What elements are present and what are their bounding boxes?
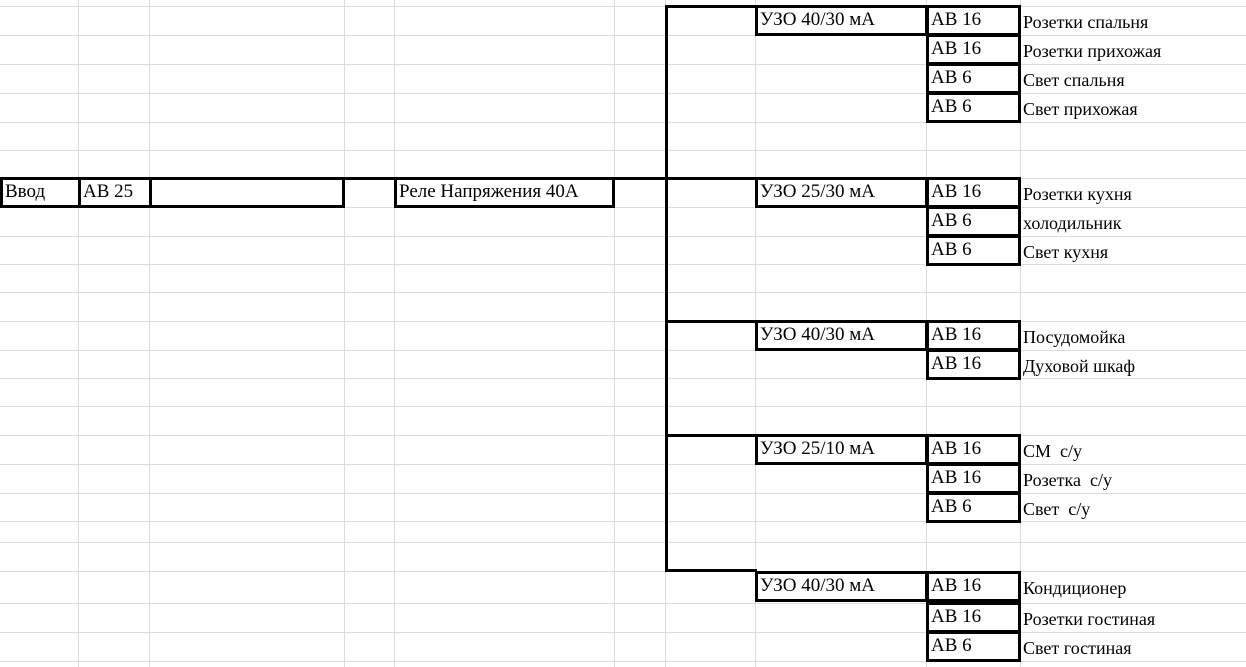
load-label[interactable]: холодильник — [1023, 213, 1122, 233]
cell-empty-wire[interactable] — [149, 177, 345, 208]
load-label[interactable]: Розетки кухня — [1023, 184, 1132, 204]
breaker-label: АВ 6 — [931, 635, 972, 656]
load-label[interactable]: Свет спальня — [1023, 70, 1125, 90]
load-label[interactable]: Кондиционер — [1023, 578, 1127, 598]
breaker-label: АВ 16 — [931, 606, 982, 627]
breaker-cell[interactable]: АВ 16 — [926, 177, 1021, 208]
breaker-cell[interactable]: АВ 16 — [926, 349, 1021, 380]
rcd-label: УЗО 40/30 мА — [760, 575, 875, 596]
load-label[interactable]: Розетки прихожая — [1023, 41, 1162, 61]
breaker-cell[interactable]: АВ 6 — [926, 63, 1021, 94]
breaker-label: АВ 16 — [931, 38, 982, 59]
breaker-cell[interactable]: АВ 6 — [926, 631, 1021, 662]
load-label[interactable]: Розетки гостиная — [1023, 609, 1156, 629]
cell-main-breaker[interactable]: АВ 25 — [78, 177, 152, 208]
rcd-label: УЗО 40/30 мА — [760, 9, 875, 30]
breaker-label: АВ 16 — [931, 181, 982, 202]
breaker-cell[interactable]: АВ 6 — [926, 206, 1021, 237]
bus-to-rcd-wire — [665, 569, 757, 572]
feed-wire — [344, 177, 396, 180]
rcd-cell[interactable]: УЗО 25/30 мА — [755, 177, 928, 208]
load-label[interactable]: Розетки спальня — [1023, 12, 1149, 32]
breaker-label: АВ 6 — [931, 496, 972, 517]
load-label[interactable]: Свет кухня — [1023, 242, 1109, 262]
load-label[interactable]: Посудомойка — [1023, 327, 1126, 347]
breaker-cell[interactable]: АВ 16 — [926, 463, 1021, 494]
breaker-cell[interactable]: АВ 16 — [926, 34, 1021, 65]
breaker-label: АВ 6 — [931, 239, 972, 260]
breaker-cell[interactable]: АВ 6 — [926, 235, 1021, 266]
breaker-cell[interactable]: АВ 6 — [926, 492, 1021, 523]
breaker-cell[interactable]: АВ 16 — [926, 320, 1021, 351]
rcd-label: УЗО 25/30 мА — [760, 181, 875, 202]
rcd-cell[interactable]: УЗО 40/30 мА — [755, 571, 928, 602]
cell-voltage-relay[interactable]: Реле Напряжения 40А — [394, 177, 615, 208]
rcd-cell[interactable]: УЗО 40/30 мА — [755, 5, 928, 36]
load-label[interactable]: Свет гостиная — [1023, 638, 1132, 658]
distribution-bus — [665, 5, 668, 572]
bus-to-rcd-wire — [665, 434, 757, 437]
bus-to-rcd-wire — [665, 320, 757, 323]
bus-to-rcd-wire — [665, 177, 757, 180]
load-label[interactable]: Свет прихожая — [1023, 99, 1138, 119]
load-label[interactable]: СМ с/у — [1023, 441, 1083, 461]
breaker-label: АВ 16 — [931, 324, 982, 345]
breaker-label: АВ 16 — [931, 467, 982, 488]
breaker-label: АВ 16 — [931, 575, 982, 596]
rcd-label: УЗО 25/10 мА — [760, 438, 875, 459]
breaker-cell[interactable]: АВ 6 — [926, 92, 1021, 123]
load-label[interactable]: Духовой шкаф — [1023, 356, 1136, 376]
load-label[interactable]: Свет с/у — [1023, 499, 1091, 519]
breaker-label: АВ 6 — [931, 96, 972, 117]
breaker-cell[interactable]: АВ 16 — [926, 602, 1021, 633]
breaker-cell[interactable]: АВ 16 — [926, 5, 1021, 36]
breaker-label: АВ 16 — [931, 9, 982, 30]
breaker-label: АВ 16 — [931, 438, 982, 459]
rcd-cell[interactable]: УЗО 25/10 мА — [755, 434, 928, 465]
breaker-label: АВ 6 — [931, 210, 972, 231]
main-breaker-label: АВ 25 — [83, 181, 134, 202]
input-label: Ввод — [5, 181, 46, 202]
cell-input-vvod[interactable]: Ввод — [0, 177, 81, 208]
relay-to-bus-wire — [614, 177, 667, 180]
breaker-cell[interactable]: АВ 16 — [926, 571, 1021, 602]
rcd-label: УЗО 40/30 мА — [760, 324, 875, 345]
voltage-relay-label: Реле Напряжения 40А — [399, 181, 579, 202]
breaker-label: АВ 16 — [931, 353, 982, 374]
bus-to-rcd-wire — [665, 5, 757, 8]
load-label[interactable]: Розетка с/у — [1023, 470, 1112, 490]
breaker-label: АВ 6 — [931, 67, 972, 88]
breaker-cell[interactable]: АВ 16 — [926, 434, 1021, 465]
rcd-cell[interactable]: УЗО 40/30 мА — [755, 320, 928, 351]
